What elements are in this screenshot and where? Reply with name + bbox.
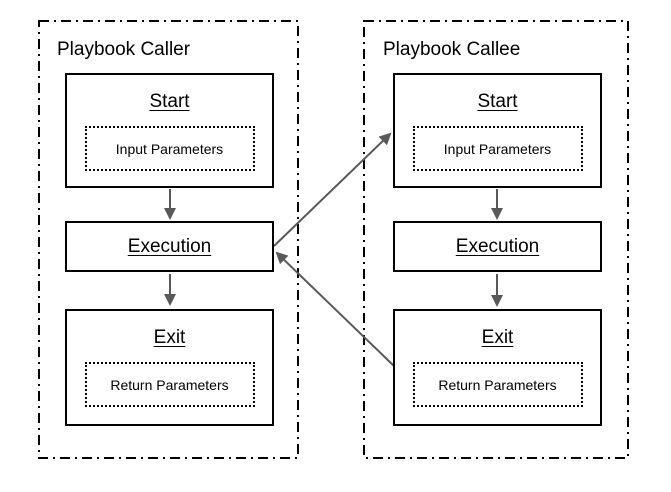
- callee-container-border: [363, 20, 629, 459]
- caller-return-parameters-box: Return Parameters: [84, 362, 255, 407]
- caller-execution-node: Execution: [65, 221, 274, 272]
- caller-container-border: [38, 20, 299, 459]
- callee-title: Playbook Callee: [383, 39, 521, 60]
- callee-return-parameters-box: Return Parameters: [412, 362, 583, 407]
- caller-exit-label: Exit: [153, 327, 186, 348]
- callee-input-parameters-label: Input Parameters: [443, 140, 552, 157]
- arrow-return-callee-exit-to-caller-execution: [275, 251, 395, 367]
- caller-execution-label: Execution: [127, 236, 212, 257]
- caller-title: Playbook Caller: [57, 39, 191, 60]
- callee-start-label: Start: [477, 91, 518, 112]
- caller-return-parameters-label: Return Parameters: [110, 376, 229, 393]
- arrow-call-caller-execution-to-callee-start: [273, 132, 392, 247]
- caller-input-parameters-box: Input Parameters: [84, 126, 255, 171]
- callee-execution-label: Execution: [455, 236, 540, 257]
- callee-start-node: Start Input Parameters: [393, 73, 602, 188]
- callee-return-parameters-label: Return Parameters: [438, 376, 557, 393]
- caller-input-parameters-label: Input Parameters: [115, 140, 224, 157]
- callee-exit-node: Exit Return Parameters: [393, 309, 602, 426]
- callee-exit-label: Exit: [481, 327, 514, 348]
- caller-start-node: Start Input Parameters: [65, 73, 274, 188]
- callee-execution-node: Execution: [393, 221, 602, 272]
- caller-start-label: Start: [149, 91, 190, 112]
- caller-exit-node: Exit Return Parameters: [65, 309, 274, 426]
- callee-input-parameters-box: Input Parameters: [412, 126, 583, 171]
